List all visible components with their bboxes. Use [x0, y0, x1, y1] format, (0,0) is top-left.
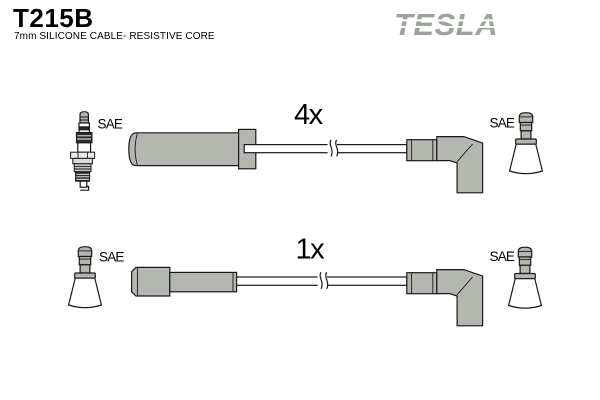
elbow-boot-icon: [406, 135, 484, 194]
coil-terminal-icon: [67, 246, 103, 309]
straight-boot-icon: [128, 128, 257, 170]
product-description: 7mm SILICONE CABLE- RESISTIVE CORE: [14, 31, 215, 42]
quantity-label: 4x: [294, 99, 324, 131]
logo-stripe: [390, 26, 502, 28]
tesla-logo: TESLA: [390, 7, 502, 41]
stepped-boot-icon: [131, 266, 238, 297]
cable-break-icon: [317, 271, 329, 290]
coil-terminal-icon: [509, 112, 544, 175]
cable-row-1: SAE 4x SAE: [70, 99, 544, 194]
cable-break-icon: [327, 139, 339, 157]
sae-label: SAE: [490, 115, 515, 130]
sae-label: SAE: [98, 116, 123, 131]
spark-plug-icon: [70, 111, 96, 191]
elbow-boot-icon: [406, 269, 484, 327]
cable-line: [243, 144, 408, 154]
cable-row-2: SAE 1x SAE: [67, 234, 543, 327]
sae-label: SAE: [99, 250, 124, 265]
sae-label: SAE: [490, 249, 515, 264]
logo-stripe: [390, 19, 502, 22]
part-number: T215B: [13, 3, 94, 33]
quantity-label: 1x: [296, 234, 326, 266]
tesla-logo-text: TESLA: [394, 7, 498, 41]
